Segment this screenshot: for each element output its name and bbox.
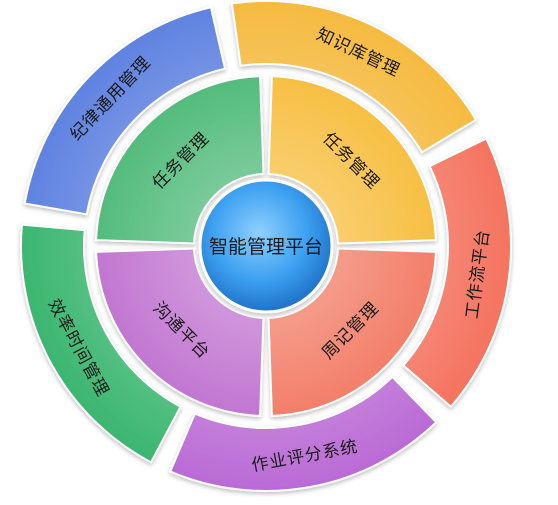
outer-segment-efficiency — [20, 223, 182, 464]
inner-ring: 任务管理任务管理周记管理沟通平台 — [95, 75, 437, 417]
inner-segment-weekly-notes — [267, 247, 437, 417]
center-circle — [198, 178, 334, 314]
outer-segment-knowledge — [230, 0, 478, 154]
center-label: 智能管理平台 — [209, 236, 323, 258]
inner-segment-task-mgmt-orange — [267, 75, 437, 245]
outer-segment-workflow — [401, 137, 512, 409]
inner-segment-communication — [95, 247, 265, 417]
outer-ring: 纪律通用管理知识库管理工作流平台作业评分系统效率时间管理 — [20, 0, 512, 492]
inner-segment-task-mgmt-green — [95, 75, 265, 245]
outer-segment-grading — [168, 375, 438, 492]
center-hub: 智能管理平台 — [198, 178, 334, 314]
outer-segment-discipline — [23, 6, 227, 216]
